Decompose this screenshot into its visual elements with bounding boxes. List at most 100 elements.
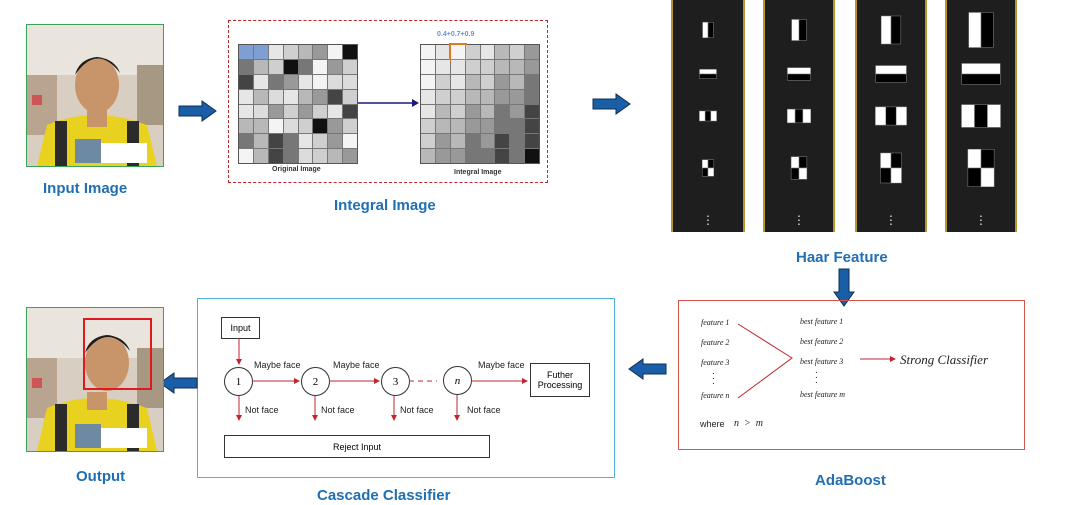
best-feature-label: best feature m [800, 390, 846, 399]
pixel-cell [510, 59, 525, 74]
pixel-cell [465, 59, 480, 74]
input-photo [26, 24, 164, 167]
not-face-label: Not face [321, 405, 355, 415]
pixel-cell [525, 119, 539, 134]
pixel-cell [510, 89, 525, 104]
pixel-cell [268, 104, 283, 119]
pixel-cell [495, 134, 510, 149]
pixel-cell [298, 104, 313, 119]
pixel-cell [313, 89, 328, 104]
caption-input-image: Input Image [43, 180, 128, 197]
pixel-cell [283, 59, 298, 74]
pixel-cell [465, 134, 480, 149]
pixel-cell [268, 59, 283, 74]
pixel-cell [298, 74, 313, 89]
pixel-cell [253, 59, 268, 74]
pixel-cell [239, 45, 253, 59]
integral-image-caption: Integral Image [454, 169, 502, 176]
pixel-cell [283, 45, 298, 59]
pixel-cell [465, 119, 480, 134]
pixel-cell [283, 149, 298, 163]
pixel-cell [313, 59, 328, 74]
arrow-left-icon [628, 358, 667, 380]
condition-label: n > m [734, 418, 763, 429]
pixel-cell [268, 134, 283, 149]
vertical-ellipsis: ... [797, 204, 801, 228]
pixel-cell [421, 89, 435, 104]
feature-label: feature 1 [701, 318, 730, 327]
pixel-cell [525, 149, 539, 163]
adaboost-selection-arrows [737, 323, 896, 399]
pixel-cell [328, 149, 343, 163]
vertical-ellipsis: ... [712, 366, 715, 387]
pixel-cell [239, 149, 253, 163]
pixel-cell [450, 119, 465, 134]
pixel-cell [450, 149, 465, 163]
caption-haar-feature: Haar Feature [796, 249, 888, 266]
pixel-cell [298, 134, 313, 149]
pixel-cell [343, 89, 357, 104]
pixel-cell [313, 45, 328, 59]
pixel-cell [298, 119, 313, 134]
pixel-cell [525, 74, 539, 89]
integral-image-panel [228, 20, 548, 183]
pixel-cell [525, 59, 539, 74]
pixel-cell [435, 134, 450, 149]
pixel-cell [421, 45, 435, 59]
pixel-cell [328, 89, 343, 104]
pixel-cell [495, 45, 510, 59]
not-face-label: Not face [245, 405, 279, 415]
pixel-cell [283, 134, 298, 149]
pixel-cell [435, 89, 450, 104]
cascade-stage-3: 3 [381, 367, 410, 396]
pixel-cell [480, 119, 495, 134]
pixel-cell [343, 74, 357, 89]
pixel-cell [480, 74, 495, 89]
pixel-cell [253, 45, 268, 59]
pixel-cell [343, 45, 357, 59]
pixel-cell [435, 45, 450, 59]
haar-feature-column: ... [945, 0, 1017, 232]
pixel-cell [421, 119, 435, 134]
haar-feature-column: ... [763, 0, 835, 232]
pixel-cell [435, 149, 450, 163]
strong-classifier-label: Strong Classifier [900, 352, 989, 367]
pixel-cell [480, 104, 495, 119]
pixel-cell [313, 134, 328, 149]
pixel-cell [239, 59, 253, 74]
pixel-cell [495, 119, 510, 134]
pixel-cell [525, 134, 539, 149]
pixel-cell [435, 119, 450, 134]
arrow-right-icon [178, 100, 217, 122]
pixel-cell [253, 89, 268, 104]
pixel-cell [435, 104, 450, 119]
caption-adaboost: AdaBoost [815, 472, 886, 489]
feature-label: feature 2 [701, 338, 730, 347]
pixel-cell [313, 149, 328, 163]
pixel-cell [328, 59, 343, 74]
adaboost-panel [678, 300, 1025, 450]
pixel-cell [480, 89, 495, 104]
best-feature-label: best feature 3 [800, 357, 844, 366]
caption-output: Output [76, 468, 126, 485]
pixel-cell [435, 59, 450, 74]
pixel-cell [495, 74, 510, 89]
pixel-cell [421, 134, 435, 149]
pixel-cell [239, 119, 253, 134]
pixel-cell [421, 59, 435, 74]
caption-integral-image: Integral Image [334, 197, 436, 214]
pixel-cell [495, 104, 510, 119]
pixel-cell [253, 119, 268, 134]
best-feature-label: best feature 1 [800, 317, 844, 326]
maybe-face-label: Maybe face [254, 360, 301, 370]
face-detection-box [83, 318, 152, 390]
pixel-cell [328, 134, 343, 149]
pixel-cell [268, 149, 283, 163]
cascade-stage-2: 2 [301, 367, 330, 396]
pixel-cell [448, 43, 467, 61]
pixel-cell [450, 104, 465, 119]
cascade-input-box: Input [221, 317, 260, 339]
pixel-cell [421, 104, 435, 119]
pixel-cell [283, 74, 298, 89]
pixel-cell [510, 134, 525, 149]
